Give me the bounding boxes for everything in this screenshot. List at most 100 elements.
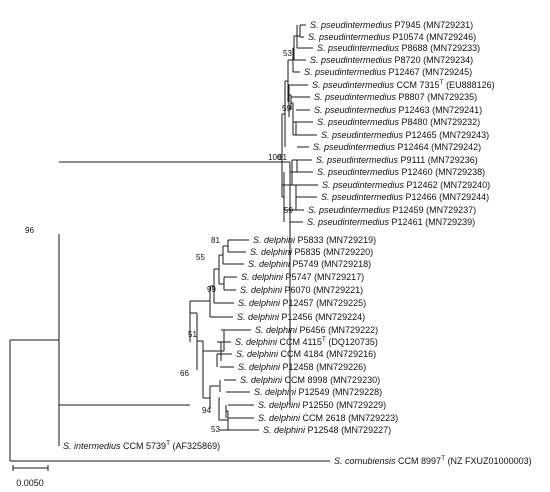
leaf-species: S. pseudintermedius xyxy=(307,217,390,227)
bootstrap-value: 51 xyxy=(188,330,197,339)
tree-branches xyxy=(9,24,330,462)
leaf-accession: (MN729219) xyxy=(324,235,377,245)
leaf-accession: (MN729230) xyxy=(328,375,381,385)
leaf-label: S. delphini P12456 (MN729224) xyxy=(237,312,365,322)
leaf-species: S. pseudintermedius xyxy=(316,155,399,165)
leaf-accession: (MN729224) xyxy=(313,312,366,322)
leaf-strain: P12466 xyxy=(403,192,437,202)
bootstrap-value: 59 xyxy=(284,206,293,215)
leaf-strain: P8688 xyxy=(399,43,428,53)
leaf-strain: P12548 xyxy=(305,425,339,435)
leaf-accession: (MN729220) xyxy=(321,247,374,257)
leaf-strain: P7945 xyxy=(392,20,421,30)
leaf-label: S. delphini P12457 (MN729225) xyxy=(238,298,366,308)
leaf-accession: (MN729234) xyxy=(421,55,474,65)
leaf-accession: (MN729238) xyxy=(433,167,486,177)
leaf-accession: (AF325869) xyxy=(170,441,220,451)
leaf-strain: P12456 xyxy=(279,312,313,322)
leaf-species: S. delphini xyxy=(254,387,297,397)
leaf-accession: (MN729239) xyxy=(423,217,476,227)
leaf-label: S. pseudintermedius P12464 (MN729242) xyxy=(313,142,481,152)
bootstrap-value: 96 xyxy=(25,226,34,235)
leaf-species: S. pseudintermedius xyxy=(313,142,396,152)
bootstrap-value: 99 xyxy=(207,285,216,294)
leaf-label: S. delphini P12548 (MN729227) xyxy=(263,425,391,435)
leaf-species: S. pseudintermedius xyxy=(312,80,395,90)
leaf-species: S. pseudintermedius xyxy=(321,130,404,140)
leaf-label: S. delphini CCM 4184 (MN729216) xyxy=(236,349,376,359)
leaf-species: S. delphini xyxy=(238,298,281,308)
leaf-label: S. delphini P12458 (MN729226) xyxy=(238,362,366,372)
leaf-label: S. pseudintermedius P12463 (MN729241) xyxy=(314,105,482,115)
leaf-strain: P8720 xyxy=(392,55,421,65)
leaf-species: S. delphini xyxy=(253,235,296,245)
leaf-strain: P12460 xyxy=(399,167,433,177)
leaf-label: S. pseudintermedius P9111 (MN729236) xyxy=(316,155,478,165)
leaf-label: S. delphini P5835 (MN729220) xyxy=(250,247,373,257)
leaf-species: S. delphini xyxy=(240,285,283,295)
leaf-species: S. delphini xyxy=(258,400,301,410)
leaf-accession: (MN729243) xyxy=(437,130,490,140)
leaf-strain: P5747 xyxy=(283,272,312,282)
leaf-species: S. cornubiensis xyxy=(334,456,396,466)
leaf-species: S. delphini xyxy=(258,413,301,423)
leaf-accession: (MN729236) xyxy=(425,155,478,165)
type-strain-mark: T xyxy=(440,79,444,86)
leaf-label: S. pseudintermedius P7945 (MN729231) xyxy=(310,20,473,30)
bootstrap-value: 53 xyxy=(283,49,292,58)
leaf-strain: P6456 xyxy=(297,325,326,335)
leaf-label: S. pseudintermedius P12466 (MN729244) xyxy=(321,192,489,202)
leaf-strain: P5833 xyxy=(295,235,324,245)
leaf-label: S. delphini CCM 4115T (DQ120735) xyxy=(235,336,378,347)
leaf-strain: P12467 xyxy=(386,67,420,77)
leaf-strain: P12459 xyxy=(390,205,424,215)
leaf-accession: (DQ120735) xyxy=(326,337,378,347)
leaf-label: S. cornubiensis CCM 8997T (NZ FXUZ010000… xyxy=(334,455,532,466)
leaf-accession: (MN729221) xyxy=(311,285,364,295)
leaf-accession: (MN729223) xyxy=(346,413,399,423)
scale-bar-label: 0.0050 xyxy=(16,478,44,488)
leaf-accession: (MN729244) xyxy=(437,192,490,202)
leaf-accession: (MN729225) xyxy=(314,298,367,308)
leaf-species: S. pseudintermedius xyxy=(317,43,400,53)
leaf-accession: (MN729229) xyxy=(334,400,387,410)
leaf-strain: P12550 xyxy=(300,400,334,410)
leaf-label: S. delphini CCM 8998 (MN729230) xyxy=(240,375,380,385)
leaf-species: S. pseudintermedius xyxy=(322,180,405,190)
leaf-accession: (MN729245) xyxy=(420,67,473,77)
leaf-accession: (MN729232) xyxy=(428,117,481,127)
leaf-label: S. intermedius CCM 5739T (AF325869) xyxy=(63,440,220,451)
leaf-accession: (MN729242) xyxy=(429,142,482,152)
leaf-label: S. delphini P5833 (MN729219) xyxy=(253,235,376,245)
leaf-strain: P12463 xyxy=(396,105,430,115)
leaf-species: S. pseudintermedius xyxy=(308,205,391,215)
leaf-accession: (MN729217) xyxy=(312,272,365,282)
leaf-accession: (MN729216) xyxy=(324,349,377,359)
leaf-species: S. delphini xyxy=(237,312,280,322)
bootstrap-value: 53 xyxy=(211,425,220,434)
leaf-species: S. delphini xyxy=(255,325,298,335)
leaf-strain: P10574 xyxy=(390,32,424,42)
leaf-strain: P12461 xyxy=(389,217,423,227)
leaf-strain: P8807 xyxy=(396,92,425,102)
leaf-strain: P12457 xyxy=(280,298,314,308)
leaf-label: S. delphini CCM 2618 (MN729223) xyxy=(258,413,398,423)
leaf-accession: (MN729237) xyxy=(424,205,477,215)
leaf-strain: CCM 4184 xyxy=(278,349,324,359)
leaf-label: S. pseudintermedius P12462 (MN729240) xyxy=(322,180,490,190)
leaf-label: S. pseudintermedius P8720 (MN729234) xyxy=(310,55,473,65)
leaf-accession: (MN729231) xyxy=(421,20,474,30)
leaf-strain: CCM 2618 xyxy=(300,413,346,423)
leaf-label: S. delphini P5747 (MN729217) xyxy=(241,272,364,282)
bootstrap-value: 61 xyxy=(278,153,287,162)
leaf-strain: CCM 7315 xyxy=(394,80,440,90)
bootstrap-value: 81 xyxy=(211,236,220,245)
leaf-species: S. pseudintermedius xyxy=(317,117,400,127)
leaf-accession: (MN729235) xyxy=(425,92,478,102)
leaf-species: S. pseudintermedius xyxy=(310,20,393,30)
leaf-species: S. delphini xyxy=(240,375,283,385)
leaf-species: S. intermedius xyxy=(63,441,121,451)
leaf-strain: P12464 xyxy=(395,142,429,152)
leaf-accession: (EU888126) xyxy=(444,80,495,90)
